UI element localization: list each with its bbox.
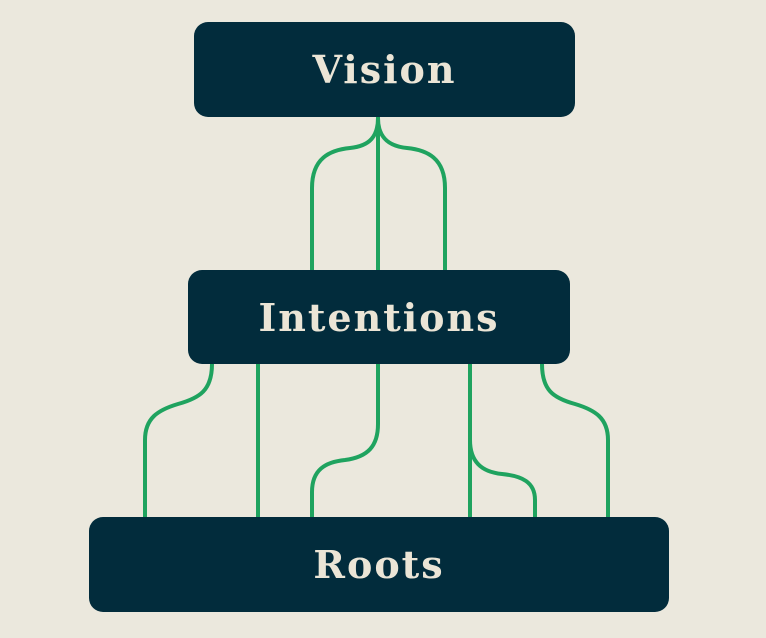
- connector-roots-intentions-5: [468, 438, 537, 519]
- connector-roots-intentions-6: [540, 362, 610, 519]
- roots-label: Roots: [313, 542, 445, 587]
- intentions-label: Intentions: [258, 294, 500, 340]
- roots-node: Roots: [89, 517, 669, 612]
- vision-node: Vision: [194, 22, 575, 117]
- connector-group: [143, 116, 610, 519]
- connector-intentions-vision-left: [310, 116, 380, 272]
- intentions-node: Intentions: [188, 270, 570, 364]
- connector-roots-intentions-1: [143, 362, 214, 519]
- vision-label: Vision: [312, 47, 457, 92]
- connector-intentions-vision-right: [376, 116, 447, 272]
- connector-roots-intentions-3: [310, 362, 380, 519]
